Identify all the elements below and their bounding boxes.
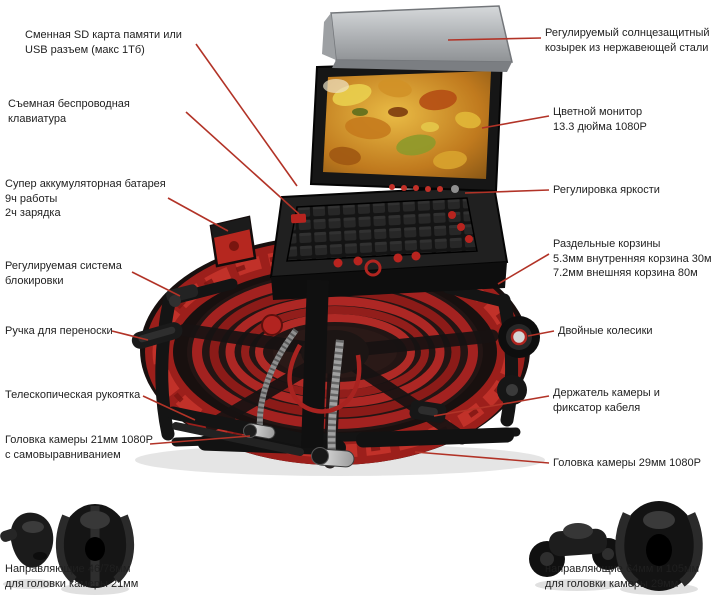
callout-line-visor [447, 37, 542, 41]
frame-foot-right [356, 427, 514, 448]
callout-line-monitor [481, 115, 550, 129]
dual-wheels [497, 316, 540, 405]
label-camera-head-21: Головка камеры 21мм 1080P с самовыравнив… [5, 434, 153, 461]
camera-cable-front [256, 279, 362, 456]
lock-system [166, 284, 199, 307]
guide-photo-21b [55, 504, 135, 595]
guide-photo-29b [615, 501, 703, 595]
case-buttons [290, 211, 473, 268]
label-brightness: Регулировка яркости [553, 184, 660, 196]
camera-head-21mm [243, 422, 276, 440]
callout-line-lock [131, 271, 181, 297]
callout-line-telescopic [142, 395, 196, 421]
brightness-buttons [389, 184, 459, 193]
callout-line-brightness [464, 189, 550, 194]
reel-lock-knob [261, 314, 283, 336]
label-telescopic-handle: Телескопическая рукоятка [5, 389, 141, 401]
brand-ring [364, 259, 382, 277]
control-case [269, 184, 509, 300]
callout-line-camera21 [149, 435, 251, 445]
label-guides-29: направляющие 64мм и 105мм для головки ка… [545, 563, 700, 590]
callout-line-camera29 [414, 451, 550, 464]
label-wheels: Двойные колесики [558, 325, 653, 337]
callout-line-wheels [527, 330, 555, 337]
callout-line-holder [433, 395, 550, 417]
keyboard [286, 197, 478, 262]
callout-line-baskets [497, 253, 550, 285]
monitor [309, 59, 504, 193]
label-camera-head-29: Головка камеры 29мм 1080P [553, 457, 701, 469]
callout-line-sd-card [195, 43, 298, 187]
guide-photo-29a [529, 523, 624, 591]
battery [209, 215, 257, 268]
label-sun-visor: Регулируемый солнцезащитный козырек из н… [545, 27, 710, 54]
callout-line-handle [111, 330, 149, 341]
camera-holder [409, 400, 447, 423]
callout-line-battery [167, 197, 229, 232]
label-baskets: Раздельные корзины 5.3мм внутренняя корз… [553, 238, 712, 280]
label-guides-21: Направляющие 46/78мм для головки камеры … [5, 563, 139, 590]
telescopic-handle [166, 406, 316, 456]
carry-handle [131, 322, 183, 349]
sun-visor [322, 5, 513, 72]
callout-line-keyboard [185, 111, 300, 215]
label-color-monitor: Цветной монитор 13.3 дюйма 1080P [553, 106, 647, 133]
guide-photo-21a [0, 512, 57, 589]
label-camera-holder: Держатель камеры и фиксатор кабеля [553, 387, 660, 414]
label-sd-card: Сменная SD карта памяти или USB разъем (… [25, 29, 182, 56]
callout-lines [111, 37, 555, 464]
screen-leaves [323, 78, 481, 170]
label-lock-system: Регулируемая система блокировки [5, 260, 122, 287]
label-keyboard: Съемная беспроводная клавиатура [8, 98, 130, 125]
label-battery: Супер аккумуляторная батарея 9ч работы 2… [5, 178, 166, 220]
label-carry-handle: Ручка для переноски [5, 325, 113, 337]
camera-head-29mm [311, 447, 355, 468]
